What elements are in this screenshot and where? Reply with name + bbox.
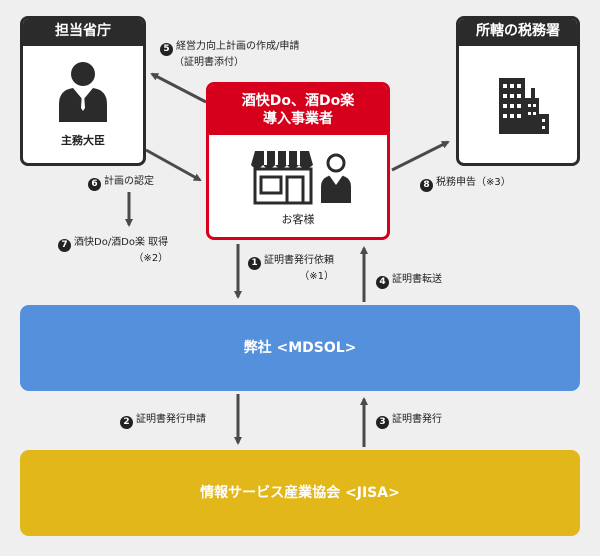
step-5-number: 5 <box>160 43 173 56</box>
step-3-number: 3 <box>376 416 389 429</box>
step-3-text: 証明書発行 <box>392 414 442 425</box>
step-7-note: （※2） <box>133 253 169 264</box>
step-2-number: 2 <box>120 416 133 429</box>
step-8-text: 税務申告（※3） <box>436 177 511 188</box>
arrow-step-5 <box>150 72 207 104</box>
office-building-icon <box>499 78 549 134</box>
step-2-text: 証明書発行申請 <box>136 414 206 425</box>
tax-office-box: 所轄の税務署 <box>456 16 580 166</box>
step-7-text: 酒快Do/酒Do楽 取得 <box>74 237 169 248</box>
business-operator-box: 酒快Do、酒Do楽 導入事業者 お客様 <box>206 82 390 240</box>
step-5-text: 経営力向上計画の作成/申請 <box>176 41 300 52</box>
step-6-text: 計画の認定 <box>104 176 154 187</box>
step-6-number: 6 <box>88 178 101 191</box>
agency-person-label: 主務大臣 <box>61 134 105 147</box>
step-4-number: 4 <box>376 276 389 289</box>
business-title-line2: 導入事業者 <box>263 111 333 127</box>
step-1-text: 証明書発行依頼 <box>264 255 334 266</box>
jisa-band: 情報サービス産業協会 <JISA> <box>20 450 580 536</box>
tax-office-title: 所轄の税務署 <box>459 19 577 46</box>
customer-label: お客様 <box>281 213 315 226</box>
agency-box: 担当省庁 主務大臣 <box>20 16 146 166</box>
business-title-line1: 酒快Do、酒Do楽 <box>241 93 355 109</box>
step-8-number: 8 <box>420 179 433 192</box>
mdsol-band: 弊社 <MDSOL> <box>20 305 580 391</box>
step-4-text: 証明書転送 <box>392 274 442 285</box>
business-title: 酒快Do、酒Do楽 導入事業者 <box>209 85 387 135</box>
step-1-number: 1 <box>248 257 261 270</box>
arrow-step-8 <box>391 140 450 172</box>
step-7-number: 7 <box>58 239 71 252</box>
step-5-note: （証明書添付） <box>174 57 244 68</box>
arrow-step-6 <box>145 148 202 182</box>
businessperson-icon <box>59 62 107 122</box>
store-icon <box>251 151 351 205</box>
step-1-note: （※1） <box>299 271 334 282</box>
agency-title: 担当省庁 <box>23 19 143 46</box>
